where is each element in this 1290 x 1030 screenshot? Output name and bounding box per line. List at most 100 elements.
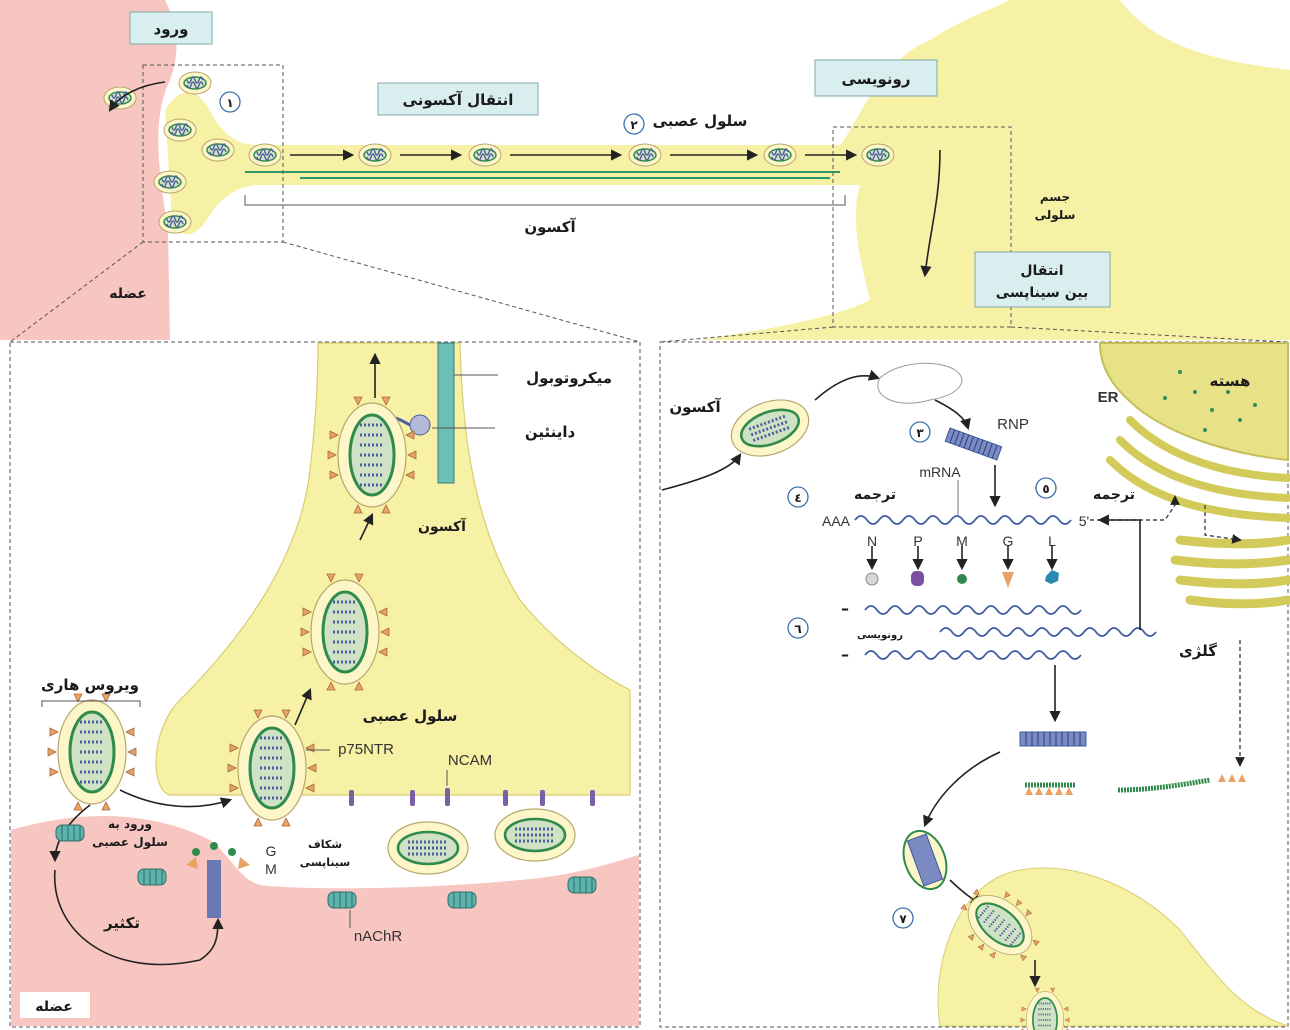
aaa-label: AAA bbox=[822, 513, 851, 529]
nucleus-label: هسته bbox=[1210, 372, 1251, 390]
arrow-to-neuron bbox=[119, 789, 233, 809]
cleft-label-2: سیناپسی bbox=[300, 856, 350, 869]
antigenome-strand bbox=[939, 627, 1157, 637]
axon-label-right: آکسون bbox=[669, 398, 721, 416]
dynein-label: داینئین bbox=[525, 423, 576, 441]
virion-entry bbox=[722, 388, 818, 468]
minus-label-2: – bbox=[841, 645, 849, 664]
protein-n-label: N bbox=[867, 533, 877, 549]
step-7-marker bbox=[892, 907, 914, 929]
axon-arrows bbox=[108, 81, 941, 278]
nachr-receptor bbox=[447, 891, 477, 909]
ncam-markers bbox=[349, 788, 595, 806]
step-2-marker bbox=[623, 113, 645, 135]
replication-box bbox=[82, 908, 162, 936]
bg-outside bbox=[661, 500, 920, 1026]
rnp-coil bbox=[944, 427, 1003, 461]
rabies-virus-bracket bbox=[41, 700, 141, 707]
golgi-stacks bbox=[1170, 535, 1290, 609]
virion-cleft-1 bbox=[386, 820, 470, 876]
step-5-label: ٥ bbox=[1042, 482, 1049, 496]
cleft-label-1: شکاف bbox=[308, 838, 342, 851]
muscle-left bbox=[11, 816, 639, 1026]
arrow-to-budding bbox=[923, 751, 1001, 828]
entry-neuron-label-1: ورود به bbox=[108, 817, 152, 832]
muscle-top bbox=[0, 0, 177, 340]
transcription-label-right: رونویسی bbox=[857, 630, 903, 641]
arrow-to-endosome bbox=[814, 369, 881, 401]
mrna-strand bbox=[854, 515, 1072, 525]
zoom-guide bbox=[659, 326, 834, 343]
muscle-left-label: عضله bbox=[35, 999, 73, 1015]
zoom-guide bbox=[282, 241, 641, 343]
protein-l-icon bbox=[1045, 570, 1059, 584]
budding-virion bbox=[902, 829, 948, 891]
axon-label: آکسون bbox=[524, 218, 576, 236]
entry-label: ورود bbox=[154, 20, 189, 38]
virion-cleft-2 bbox=[493, 807, 577, 863]
mrna-label: mRNA bbox=[919, 464, 961, 480]
protein-n-icon bbox=[865, 572, 879, 586]
nachr-receptor bbox=[567, 876, 597, 894]
step-6-marker bbox=[787, 617, 809, 639]
translation-label-a: ترجمه bbox=[854, 487, 896, 503]
arrow-to-rnp bbox=[934, 399, 971, 431]
minus-label-1: – bbox=[841, 599, 849, 618]
neuron-terminal bbox=[155, 342, 631, 796]
nucleus-dots bbox=[1163, 370, 1257, 432]
axon-label-left: آکسون bbox=[418, 517, 467, 535]
arrow-antigenome-to-mrna bbox=[1097, 514, 1141, 630]
transcription-box-right bbox=[822, 624, 934, 642]
nachr-receptor bbox=[327, 891, 357, 909]
cell-body-label-2: سلولی bbox=[1035, 208, 1076, 223]
step-3-marker bbox=[909, 421, 931, 443]
transsynaptic-box bbox=[974, 251, 1111, 308]
er-membranes bbox=[1106, 416, 1290, 522]
step-7-label: ٧ bbox=[899, 912, 907, 926]
step-1-marker bbox=[219, 91, 241, 113]
step-6-label: ٦ bbox=[794, 622, 801, 636]
new-rnp-coil bbox=[1019, 731, 1087, 747]
endosome bbox=[877, 362, 963, 404]
microtubule-label: میکروتوبول bbox=[526, 369, 612, 387]
next-neuron bbox=[937, 867, 1289, 1027]
ncam-label: NCAM bbox=[448, 752, 492, 769]
protein-p-icon bbox=[911, 571, 924, 586]
rabies-virus-label: ویروس هاری bbox=[41, 676, 139, 694]
protein-m-label: M bbox=[956, 533, 968, 549]
entry-box bbox=[129, 11, 213, 45]
entry-neuron-label-2: سلول عصبی bbox=[92, 835, 168, 850]
neuron-label: سلول عصبی bbox=[653, 112, 748, 130]
protein-row bbox=[865, 546, 1059, 588]
bg-gap bbox=[661, 343, 900, 388]
protein-g-label: G bbox=[1003, 533, 1014, 549]
g-label: G bbox=[266, 843, 277, 859]
budding-membrane bbox=[1117, 777, 1211, 793]
entry-zoom-box bbox=[142, 64, 284, 243]
left-panel: میکروتوبول داینئین آکسون ویروس هاری سلول… bbox=[9, 341, 641, 1028]
gm-proteins bbox=[186, 842, 250, 869]
zoom-guide bbox=[1010, 326, 1289, 343]
axonal-transport-box bbox=[377, 82, 539, 116]
golgi-label: گلژی bbox=[1179, 642, 1217, 660]
protein-g-icon bbox=[1002, 572, 1014, 588]
muscle-left-box bbox=[20, 992, 90, 1018]
step-2-label: ٢ bbox=[630, 118, 638, 132]
neuron-label-left: سلول عصبی bbox=[363, 707, 458, 725]
p75ntr-label: p75NTR bbox=[338, 741, 394, 758]
step-4-label: ٤ bbox=[794, 491, 801, 505]
microtubule bbox=[437, 342, 455, 484]
step-1-label: ١ bbox=[226, 96, 233, 110]
arrow-to-golgi bbox=[1204, 505, 1242, 544]
replication-arrow bbox=[54, 869, 224, 966]
rabies-virion bbox=[46, 692, 138, 812]
neuron-top-body bbox=[165, 0, 1290, 340]
axon-bracket bbox=[244, 195, 846, 206]
nachr-label: nAChR bbox=[354, 928, 403, 945]
step-4-marker bbox=[787, 486, 809, 508]
step-5-marker bbox=[1035, 477, 1057, 499]
nachr-receptor bbox=[137, 868, 167, 886]
g-proteins-membrane bbox=[1025, 774, 1246, 795]
replication-label: تکثیر bbox=[103, 914, 140, 932]
